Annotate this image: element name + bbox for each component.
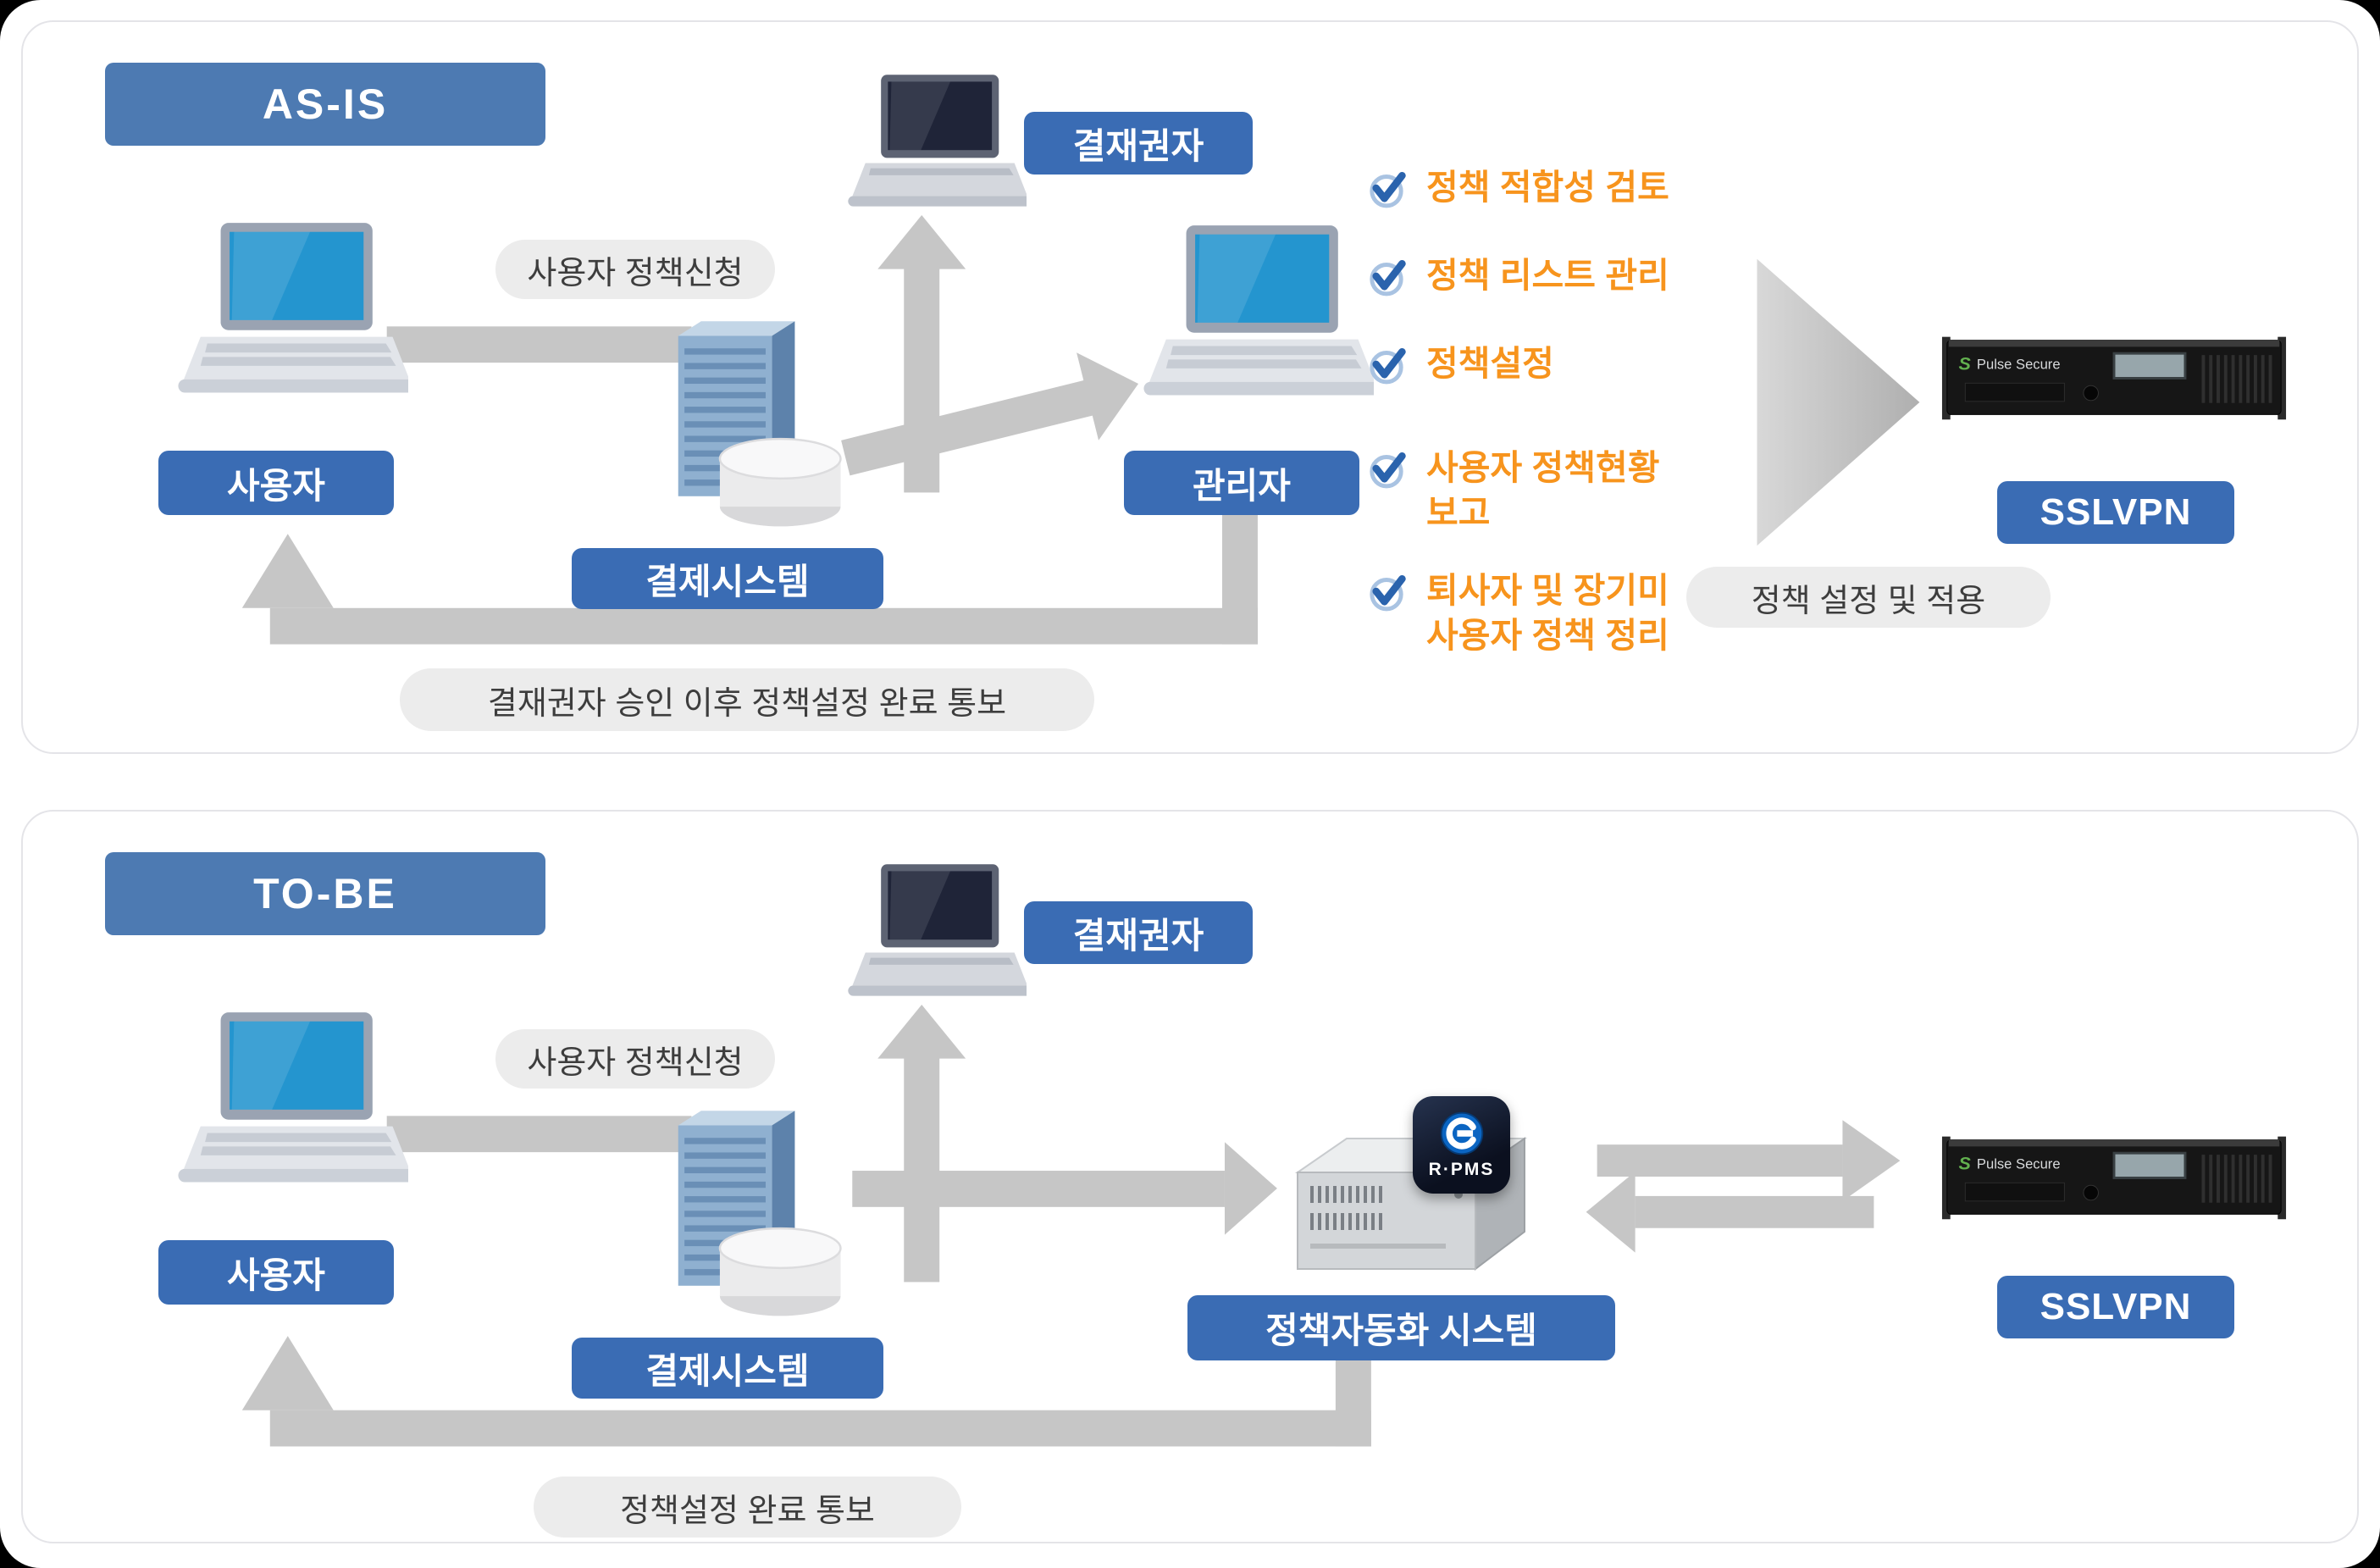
- automation-to-sslvpn-arrow: [1597, 1120, 1901, 1201]
- user-node-badge: 사용자: [158, 1240, 394, 1305]
- to-be-title: TO-BE: [253, 870, 397, 917]
- to-be-panel: TO-BE 사용자 사용자 정책신청: [21, 810, 2359, 1543]
- checklist-item-4: 사용자 정책현황 보고: [1364, 446, 1659, 536]
- checklist-item-1: 정책 적합성 검토: [1364, 165, 1669, 211]
- check-icon: [1370, 259, 1406, 296]
- payment-to-admin-arrow: [841, 352, 1139, 476]
- as-is-flow-arrows: [241, 214, 1920, 645]
- user-node-badge: 사용자: [158, 451, 394, 515]
- completion-notice-label: 정책설정 완료 통보: [534, 1477, 961, 1538]
- policy-apply-label: 정책 설정 및 적용: [1686, 567, 2051, 628]
- approver-node-badge: 결재권자: [1024, 112, 1253, 175]
- user-policy-request-label: 사용자 정책신청: [495, 1029, 775, 1089]
- user-to-payment-arrow: [386, 1116, 692, 1153]
- admin-to-user-return-arrow: [241, 513, 1258, 645]
- user-node-label: 사용자: [227, 465, 325, 506]
- check-icon: [1370, 171, 1406, 208]
- as-is-title-badge: AS-IS: [105, 63, 545, 146]
- pulse-secure-logo-icon: S: [1958, 354, 1971, 374]
- user-laptop-icon: [163, 213, 408, 407]
- check-icon: [1370, 347, 1406, 385]
- automation-to-user-return-arrow: [241, 1336, 1371, 1447]
- approver-node-label: 결재권자: [1072, 915, 1204, 956]
- sslvpn-label: SSLVPN: [2040, 491, 2192, 533]
- sslvpn-to-automation-arrow: [1586, 1172, 1874, 1253]
- check-icon: [1370, 452, 1406, 489]
- to-be-flow-arrows: [241, 1004, 1901, 1447]
- pulse-secure-logo-icon: S: [1958, 1154, 1971, 1174]
- sslvpn-appliance-icon: S Pulse Secure: [1940, 317, 2288, 437]
- admin-node-label: 관리자: [1193, 465, 1291, 506]
- checklist-item-5: 퇴사자 및 장기미 사용자 정책 정리: [1364, 568, 1669, 659]
- check-icon: [1370, 574, 1406, 612]
- as-is-panel: AS-IS 사용자 사용자 정책신청: [21, 20, 2359, 754]
- payment-to-automation-arrow: [852, 1142, 1277, 1235]
- payment-system-icon: [616, 1091, 866, 1333]
- approver-laptop-icon: [836, 856, 1027, 1008]
- approver-node-badge: 결재권자: [1024, 901, 1253, 964]
- payment-to-approver-arrow: [877, 1004, 966, 1283]
- as-is-title: AS-IS: [262, 80, 389, 128]
- approver-laptop-icon: [836, 66, 1027, 219]
- rpms-label: R·PMS: [1428, 1160, 1495, 1179]
- sslvpn-badge: SSLVPN: [1997, 481, 2234, 544]
- pulse-secure-brand: Pulse Secure: [1977, 357, 2061, 373]
- user-policy-request-label: 사용자 정책신청: [495, 240, 775, 299]
- payment-system-label: 결제시스템: [645, 1350, 810, 1391]
- admin-to-sslvpn-big-arrow: [1757, 258, 1920, 546]
- automation-system-label: 정책자동화 시스템: [1265, 1310, 1537, 1350]
- sslvpn-label: SSLVPN: [2040, 1286, 2192, 1327]
- sslvpn-appliance-icon: S Pulse Secure: [1940, 1116, 2288, 1237]
- checklist-item-2: 정책 리스트 관리: [1364, 253, 1669, 299]
- payment-system-icon: [616, 302, 866, 543]
- user-laptop-icon: [163, 1002, 408, 1197]
- sslvpn-badge: SSLVPN: [1997, 1276, 2234, 1338]
- to-be-title-badge: TO-BE: [105, 852, 545, 935]
- checklist-item-3: 정책설정: [1364, 341, 1554, 387]
- payment-system-badge: 결제시스템: [572, 1338, 883, 1399]
- payment-system-label: 결제시스템: [645, 561, 810, 601]
- rpms-app-icon: R·PMS: [1413, 1096, 1510, 1194]
- admin-node-badge: 관리자: [1124, 451, 1359, 515]
- approver-node-label: 결재권자: [1072, 125, 1204, 166]
- payment-system-badge: 결제시스템: [572, 548, 883, 609]
- automation-system-badge: 정책자동화 시스템: [1187, 1295, 1615, 1360]
- rpms-logo-icon: [1440, 1111, 1483, 1155]
- approval-completion-notice-label: 결재권자 승인 이후 정책설정 완료 통보: [400, 668, 1094, 731]
- pulse-secure-brand: Pulse Secure: [1977, 1156, 2061, 1172]
- admin-laptop-icon: [1128, 215, 1374, 410]
- user-node-label: 사용자: [227, 1255, 325, 1295]
- user-to-payment-arrow: [386, 326, 692, 363]
